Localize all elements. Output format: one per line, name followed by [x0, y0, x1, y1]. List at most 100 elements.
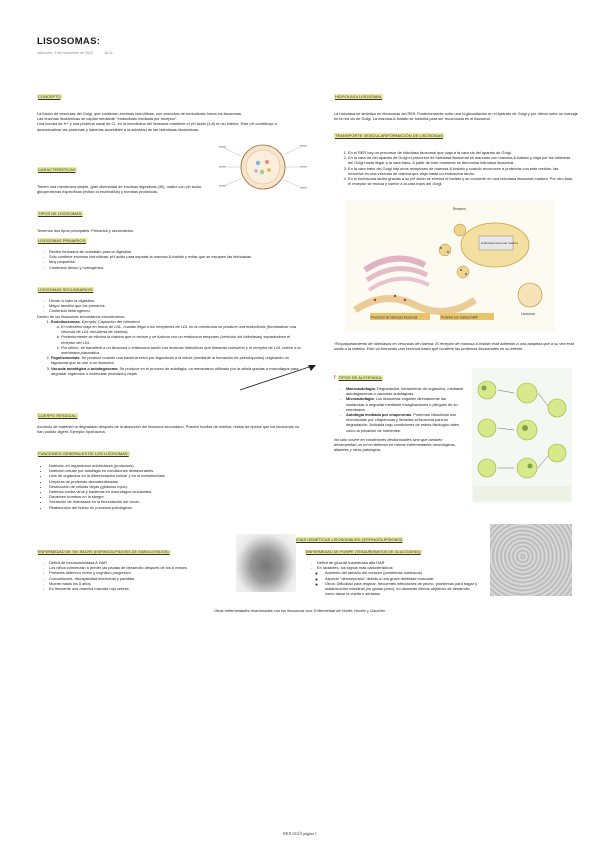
pompe-micrograph — [490, 524, 572, 596]
concepto-p2: Las enzimas lisosómicas se captan median… — [37, 116, 178, 122]
page-meta: miércoles, 9 de noviembre de 2022 16:11 — [37, 51, 123, 55]
clatrina-note: *Empaquetamiento de hidrolasas en vesícu… — [334, 341, 574, 352]
cuerpo-text: Acúmulo de material no degradado después… — [37, 424, 300, 435]
chaperonas-label: Autofagia mediada por chaperonas — [346, 412, 412, 418]
list-item: En lactantes, los signos más característ… — [311, 565, 480, 570]
secundarios-section: LISOSOMAS SECUNDARIOS: Llevan a cabo la … — [37, 278, 305, 376]
list-item: Contenido heterogéneo. — [43, 308, 305, 313]
diagram-label-m6p: Proteína con residuo M6P — [441, 316, 478, 320]
list-item: Es frecuente una mancha macular rojo cer… — [43, 586, 232, 591]
taysachs-list: Déficit de hexosaminidasa A HAR Los niño… — [37, 560, 232, 591]
transporte-steps: En el RER hay un precursor de hidrolasa … — [334, 150, 574, 186]
macroautofagia-text: : Degradación, inicialmente de orgánulos… — [346, 386, 464, 397]
hidrolasa-heading: HIDROLASA LISOSOMAL — [334, 94, 384, 99]
endolisosomas-item: Endolisosomas. Ejemplo: Captación del co… — [51, 319, 305, 355]
tipos-heading: TIPOS DE LISOSOMAS: — [37, 211, 84, 216]
list-item: En el RER hay un precursor de hidrolasa … — [348, 150, 574, 155]
list-item: Disuelven trombos en la sangre. — [49, 494, 302, 499]
pompe-heading: ENFERMEDAD DE POMPE (TESAURISMOSIS DE GL… — [305, 550, 422, 554]
concepto-heading: CONCEPTO — [37, 94, 62, 99]
autofagia-heading: TIPOS DE AUTOFAGIA: — [337, 375, 384, 380]
autofagia-section: !TIPOS DE AUTOFAGIA: Macroautofagia: Deg… — [334, 366, 464, 452]
list-item: Limpieza de proteínas desnaturalizadas. — [49, 479, 302, 484]
autofagosoma-item: Vacuola autofágica o autofagosoma: Se pr… — [51, 366, 305, 376]
microautofagia-label: Microautofagia — [346, 396, 374, 402]
list-item: Microautofagia: Los lisosomas engullen d… — [340, 396, 464, 412]
list-item: Otros: Dificultad para respirar, frecuen… — [325, 581, 480, 597]
funciones-list: Nutrición en organismos unicelulares (pr… — [37, 463, 302, 510]
diagram-label-lisosoma: Lisosoma — [521, 312, 535, 316]
fagolisosomas-text: : Se produce cuando una bacteria entra p… — [51, 355, 289, 366]
list-item: Reabsorción del hueso en procesos patoló… — [49, 505, 302, 510]
transporte-section: TRANSPORTE VESICULAR/FORMACIÓN DE LISOSO… — [334, 124, 574, 186]
list-item: Convulsiones, discapacidad intelectual y… — [43, 576, 232, 581]
endolisosomas-steps: El colesterol viaja en forma de LDL, cua… — [51, 324, 305, 355]
taysachs-heading: ENFERMEDAD DE TAY-SACHS (ESFINGOLIPIDOSI… — [37, 550, 171, 554]
hidrolasa-text: La hidrolasa se sintetiza en ribosomas d… — [334, 111, 578, 122]
diagram-label-mature: Hidrolasa lisosomal madura — [481, 241, 518, 245]
list-item: En la cara trans del Golgi hay unos rece… — [348, 166, 574, 176]
taysachs-section: ENFERMEDAD DE TAY-SACHS (ESFINGOLIPIDOSI… — [37, 540, 232, 591]
arrow-connector — [239, 365, 316, 391]
list-item: Presenta deterioro motor y cognitivo pro… — [43, 570, 232, 575]
macroautofagia-label: Macroautofagia — [346, 386, 375, 391]
list-item: El colesterol viaja en forma de LDL, cua… — [61, 324, 305, 334]
list-item: Macroautofagia: Degradación, inicialment… — [340, 386, 464, 397]
autofagia-footnote: No sólo ocurre en condiciones desfavorab… — [334, 436, 456, 453]
caracteristicas-heading: CARACTERÍSTICAS — [37, 167, 77, 172]
diagram-label-precursor: Precursor de hidrolasa lisosomal — [371, 316, 418, 320]
list-item: En el endosoma tardío gracias a su pH ác… — [348, 176, 574, 186]
funciones-heading: FUNCIONES GENERALES DE LOS LISOSOMAS: — [37, 451, 130, 456]
list-item: Secreción de hidrolasas en la fecundació… — [49, 499, 302, 504]
concepto-section: CONCEPTO La fusión de vesículas del Golg… — [37, 85, 302, 132]
list-item: Nutrición celular por autofagia en condi… — [49, 468, 302, 473]
list-item: Llevan a cabo la digestión. — [43, 298, 305, 303]
page-title: LISOSOMAS: — [37, 36, 101, 47]
list-item: Muy pequeñas. — [43, 259, 302, 264]
alert-icon: ! — [334, 375, 336, 381]
tipos-text: Tenemos dos tipos principales: Primarios… — [37, 228, 134, 233]
tipos-section: TIPOS DE LISOSOMAS: Tenemos dos tipos pr… — [37, 202, 302, 233]
concepto-p3: Una bomba de H+ y una proteína canal de … — [37, 121, 277, 132]
fagolisosomas-label: Fagolisosomas — [51, 355, 80, 361]
primarios-list: Recién formados sin substrato para la di… — [37, 249, 302, 270]
funciones-section: FUNCIONES GENERALES DE LOS LISOSOMAS: Nu… — [37, 442, 302, 510]
list-item: Defensa contra virus y bacterias en macr… — [49, 489, 302, 494]
endolisosomas-label: Endolisosomas — [51, 318, 80, 324]
primarios-heading: LISOSOMAS PRIMARIOS: — [37, 238, 88, 243]
list-item: Los niños comienzan a perder las pautas … — [43, 565, 232, 570]
transport-diagram: Precursor de hidrolasa lisosomal Proteín… — [345, 200, 555, 332]
list-item: Déficit de hexosaminidasa A HAR — [43, 560, 232, 565]
taysachs-micrograph — [236, 534, 296, 592]
secundarios-types: Endolisosomas. Ejemplo: Captación del co… — [37, 319, 305, 376]
diagram-label-receptor: Receptor — [453, 207, 467, 211]
page-footer: BIOLOGÍA página 1 — [283, 831, 317, 836]
list-item: Autofagia mediada por chaperonas: Proteí… — [340, 412, 464, 433]
pompe-signs: Aumento del tamaño del corazón (problema… — [305, 570, 480, 596]
concepto-p1: La fusión de vesículas del Golgi, que co… — [37, 111, 243, 116]
list-item: Déficit de glucosil transferasa alfa HAR — [311, 560, 480, 565]
list-item: Aumento del tamaño del corazón (problema… — [325, 570, 480, 575]
list-item: Nutrición en organismos unicelulares (pr… — [49, 463, 302, 468]
pompe-section: ENFERMEDAD DE POMPE (TESAURISMOSIS DE GL… — [305, 540, 480, 596]
list-item: Posteriormente se elimina la clatrina qu… — [61, 334, 305, 344]
fagolisosomas-item: Fagolisosomas: Se produce cuando una bac… — [51, 355, 305, 365]
secundarios-list: Llevan a cabo la digestión. Mayor tamaño… — [37, 298, 305, 314]
caracteristicas-section: CARACTERÍSTICAS Tienen una membrana simp… — [37, 158, 212, 194]
list-item: Lisis de orgánulos en la diferenciación … — [49, 473, 302, 478]
list-item: Por último, se transfiere a un lisosoma … — [61, 345, 305, 355]
autofagosoma-text: : Se produce en el proceso de autofagia,… — [51, 365, 299, 376]
caracteristicas-text: Tienen una membrana simple, gran diversi… — [37, 184, 203, 195]
list-item: Solo contiene enzimas hidrolíticas: pH á… — [43, 254, 302, 259]
page-date: miércoles, 9 de noviembre de 2022 — [37, 51, 94, 55]
list-item: En la cara cis del aparato de Golgi el p… — [348, 155, 574, 165]
secundarios-intro: Dentro de los lisosomas secundarios enco… — [37, 313, 126, 319]
autophagy-figure — [472, 368, 572, 503]
page-time: 16:11 — [104, 51, 113, 55]
list-item: Destrucción de células viejas (glóbulos … — [49, 484, 302, 489]
cuerpo-section: CUERPO RESIDUAL: Acúmulo de material no … — [37, 404, 302, 434]
list-item: Muerte hasta los 5 años. — [43, 581, 232, 586]
primarios-section: LISOSOMAS PRIMARIOS: Recién formados sin… — [37, 229, 302, 270]
autofagia-list: Macroautofagia: Degradación, inicialment… — [334, 386, 464, 433]
endolisosomas-text: . Ejemplo: Captación del colesterol — [79, 318, 140, 324]
